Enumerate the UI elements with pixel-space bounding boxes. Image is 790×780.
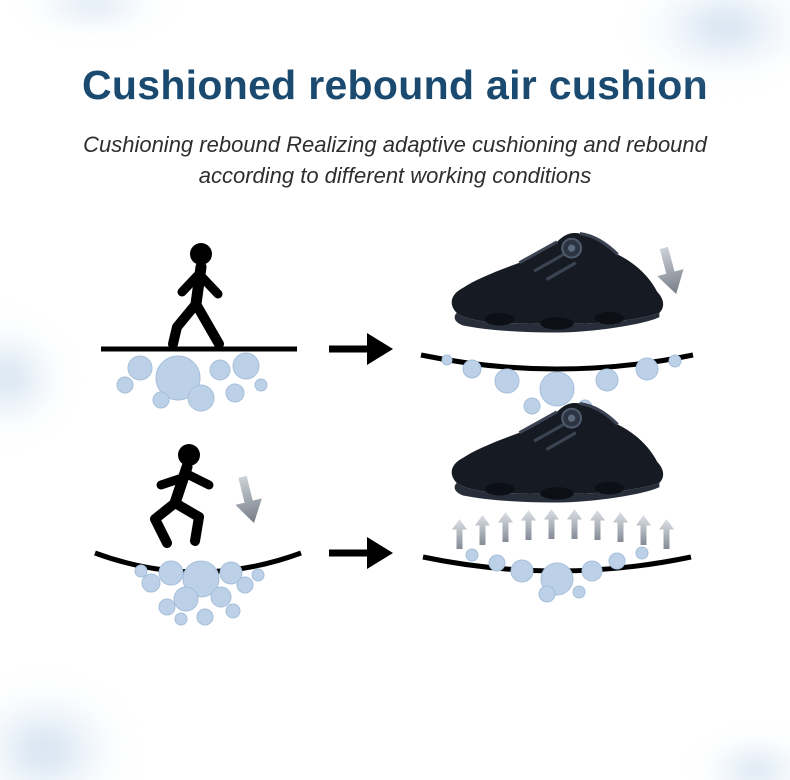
right-arrow-icon (329, 537, 393, 570)
cloud-decoration (18, 0, 168, 28)
sneaker-icon (450, 231, 665, 335)
right-arrow-icon (329, 333, 393, 366)
diagram-area (0, 227, 790, 631)
air-bubbles-compressed (134, 560, 265, 626)
air-bubbles (441, 354, 682, 415)
walking-person-icon (168, 243, 224, 350)
transition-arrow-col (325, 327, 395, 371)
cloud-decoration (696, 736, 790, 780)
down-arrow-icon (229, 474, 268, 527)
diagram-row-running (0, 401, 790, 631)
down-arrow-icon (650, 244, 690, 298)
air-bubbles (116, 352, 268, 412)
scene-running-person (83, 431, 313, 631)
page-subtitle: Cushioning rebound Realizing adaptive cu… (83, 132, 707, 189)
walking-scene-graphic (101, 243, 297, 412)
diagram-row-walking (0, 227, 790, 427)
cloud-decoration (0, 680, 130, 780)
cushion-line (420, 353, 694, 372)
air-bubbles (465, 546, 649, 603)
running-person-icon (150, 444, 214, 549)
running-scene-graphic (94, 444, 302, 626)
transition-arrow-col (325, 531, 395, 575)
scene-shoe-rebound (407, 391, 707, 605)
scene-shoe-cushioning (407, 213, 707, 423)
shoe-rebound-graphic (422, 401, 692, 603)
up-arrows-icon (452, 509, 674, 550)
page-title: Cushioned rebound air cushion (81, 62, 708, 108)
shoe-cushion-graphic (420, 231, 694, 415)
scene-walking-person (83, 227, 313, 427)
sneaker-icon (450, 401, 665, 505)
